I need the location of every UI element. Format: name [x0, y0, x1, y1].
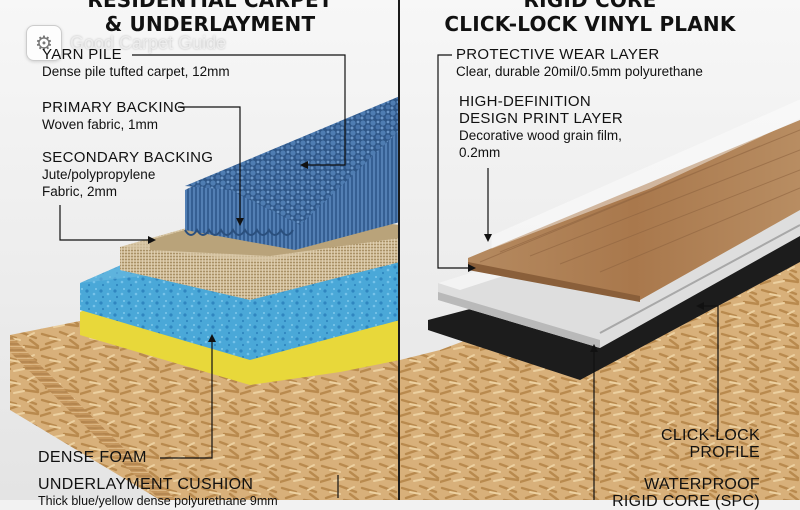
vinyl-wear-layer — [491, 99, 800, 249]
gear-icon: ⚙ — [26, 25, 62, 61]
leader-arrowheads-left — [148, 161, 308, 342]
label-secondary-backing-heading: SECONDARY BACKING — [42, 149, 214, 166]
label-yarn-pile-desc: Dense pile tufted carpet, 12mm — [42, 64, 230, 79]
label-wear-layer: PROTECTIVE WEAR LAYER Clear, durable 20m… — [456, 46, 703, 80]
watermark: ⚙ Good Carpet Guide — [26, 25, 316, 61]
label-wear-layer-desc: Clear, durable 20mil/0.5mm polyurethane — [456, 64, 703, 79]
label-print-layer-heading2: DESIGN PRINT LAYER — [459, 110, 624, 127]
label-cushion-desc: Thick blue/yellow dense polyurethane 9mm — [38, 494, 278, 508]
label-print-layer-heading1: HIGH-DEFINITION — [459, 93, 591, 110]
label-rigid-core-heading2: RIGID CORE (SPC) — [612, 493, 760, 510]
vinyl-title: RIGID CORE CLICK-LOCK VINYL PLANK — [420, 0, 760, 36]
label-secondary-backing-desc2: Fabric, 2mm — [42, 184, 118, 199]
label-secondary-backing: SECONDARY BACKING Jute/polypropylene Fab… — [42, 149, 213, 200]
label-click-lock-heading1: CLICK-LOCK — [660, 427, 760, 444]
vinyl-title-line2: CLICK-LOCK VINYL PLANK — [444, 12, 736, 36]
vinyl-title-line1: RIGID CORE — [523, 0, 657, 12]
carpet-yarn-pile — [184, 96, 400, 250]
label-cushion-heading: UNDERLAYMENT CUSHION — [38, 476, 254, 493]
label-rigid-core-heading1: WATERPROOF — [644, 476, 760, 493]
leader-lines-right — [437, 54, 719, 500]
leader-lines-left — [59, 54, 346, 498]
label-yarn-pile-heading: YARN PILE — [42, 46, 122, 63]
watermark-text: Good Carpet Guide — [70, 32, 227, 53]
label-print-layer: HIGH-DEFINITION DESIGN PRINT LAYER Decor… — [459, 93, 623, 161]
label-dense-foam: DENSE FOAM — [38, 449, 147, 466]
center-divider — [398, 0, 400, 500]
label-wear-layer-heading: PROTECTIVE WEAR LAYER — [456, 46, 660, 63]
label-yarn-pile: YARN PILE Dense pile tufted carpet, 12mm — [42, 46, 230, 80]
label-click-lock: CLICK-LOCK PROFILE — [648, 427, 760, 461]
carpet-title: RESIDENTIAL CARPET & UNDERLAYMENT — [60, 0, 360, 36]
carpet-title-line2: & UNDERLAYMENT — [104, 12, 316, 36]
label-underlayment-cushion: UNDERLAYMENT CUSHION Thick blue/yellow d… — [38, 476, 278, 510]
label-print-layer-desc2: 0.2mm — [459, 145, 501, 160]
label-rigid-core: WATERPROOF RIGID CORE (SPC) — [600, 476, 760, 510]
label-primary-backing-heading: PRIMARY BACKING — [42, 99, 186, 116]
vinyl-wood-plank — [468, 120, 800, 302]
carpet-title-line1: RESIDENTIAL CARPET — [87, 0, 333, 12]
label-primary-backing-desc: Woven fabric, 1mm — [42, 117, 159, 132]
label-secondary-backing-desc1: Jute/polypropylene — [42, 167, 156, 182]
label-dense-foam-heading: DENSE FOAM — [38, 449, 147, 466]
leader-arrowheads-right — [468, 234, 704, 352]
label-print-layer-desc1: Decorative wood grain film, — [459, 128, 622, 143]
label-click-lock-heading2: PROFILE — [689, 444, 760, 461]
label-primary-backing: PRIMARY BACKING Woven fabric, 1mm — [42, 99, 186, 133]
